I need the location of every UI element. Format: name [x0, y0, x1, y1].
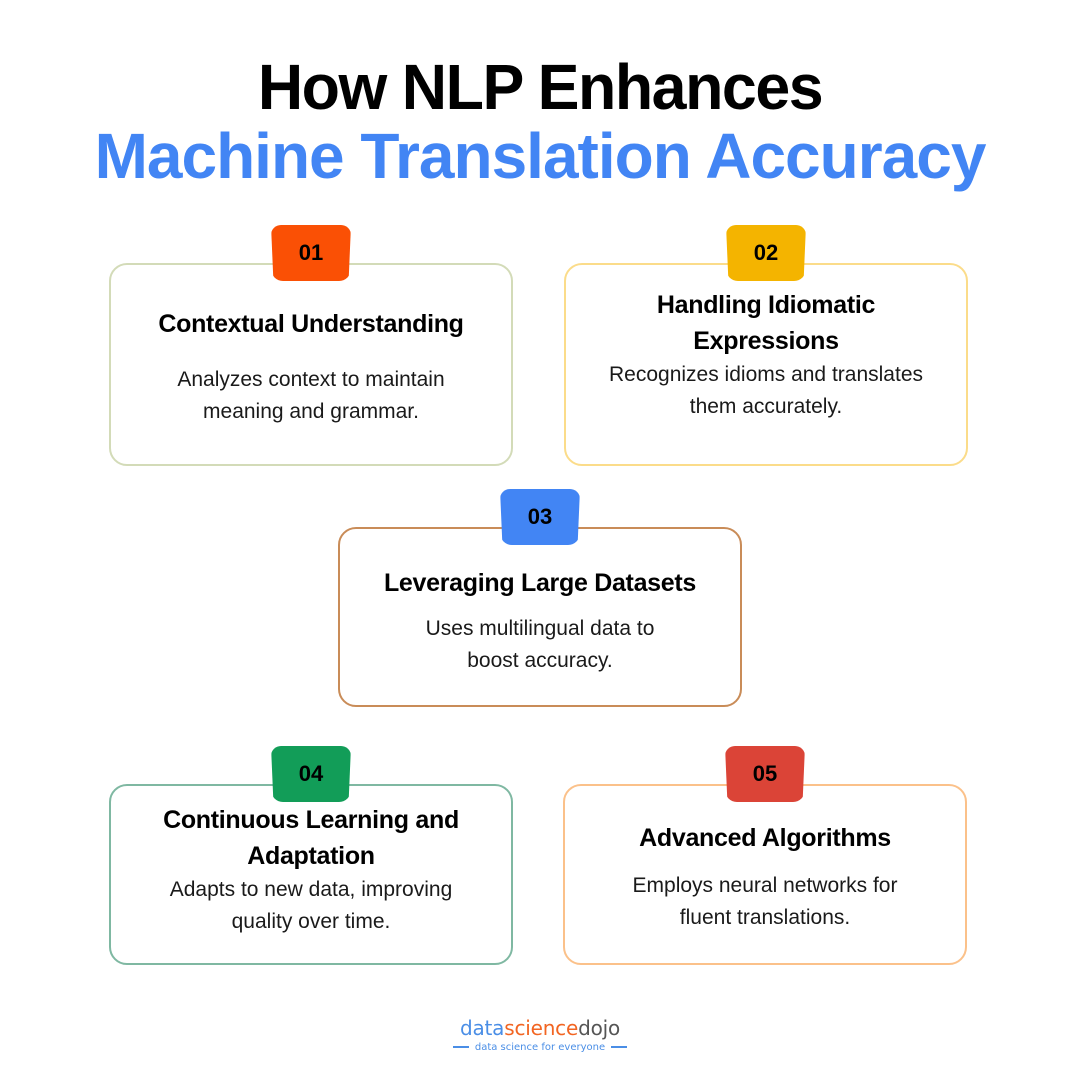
card-handling-idiomatic-expressions: 02 Handling Idiomatic Expressions Recogn… [564, 225, 968, 466]
card-title: Handling Idiomatic Expressions [656, 291, 876, 355]
card-description: Analyzes context to maintain meaning and… [177, 368, 445, 423]
card-title: Leveraging Large Datasets [383, 569, 697, 597]
title-line-2: Machine Translation Accuracy [94, 120, 987, 192]
number-badge: 04 [271, 746, 351, 802]
datasciencedojo-logo: datasciencedojo data science for everyon… [0, 1016, 1080, 1053]
page-title: How NLP Enhances Machine Translation Acc… [0, 52, 1080, 190]
tagline-text: data science for everyone [474, 1042, 606, 1053]
card-advanced-algorithms: 05 Advanced Algorithms Employs neural ne… [563, 746, 967, 965]
card-contextual-understanding: 01 Contextual Understanding Analyzes con… [109, 225, 513, 466]
number-badge: 03 [500, 489, 580, 545]
card-title: Continuous Learning and Adaptation [163, 806, 459, 870]
card-title: Contextual Understanding [158, 310, 464, 338]
card-leveraging-large-datasets: 03 Leveraging Large Datasets Uses multil… [338, 489, 742, 707]
tagline-dash-right [611, 1046, 628, 1048]
card-description: Adapts to new data, improving quality ov… [169, 878, 453, 933]
logo-tagline: data science for everyone [0, 1042, 1080, 1053]
logo-wordmark: datasciencedojo [0, 1016, 1080, 1040]
card-description: Uses multilingual data to boost accuracy… [425, 617, 655, 672]
number-badge: 02 [726, 225, 806, 281]
card-continuous-learning-and-adaptation: 04 Continuous Learning and Adaptation Ad… [109, 746, 513, 965]
card-description: Employs neural networks for fluent trans… [632, 874, 898, 929]
title-line-1: How NLP Enhances [257, 51, 824, 123]
number-badge: 01 [271, 225, 351, 281]
logo-part-science: science [504, 1016, 579, 1040]
card-title: Advanced Algorithms [639, 824, 891, 852]
number-badge: 05 [725, 746, 805, 802]
card-description: Recognizes idioms and translates them ac… [609, 363, 923, 418]
logo-part-data: data [459, 1016, 505, 1040]
logo-part-dojo: dojo [578, 1016, 621, 1040]
tagline-dash-left [452, 1046, 469, 1048]
